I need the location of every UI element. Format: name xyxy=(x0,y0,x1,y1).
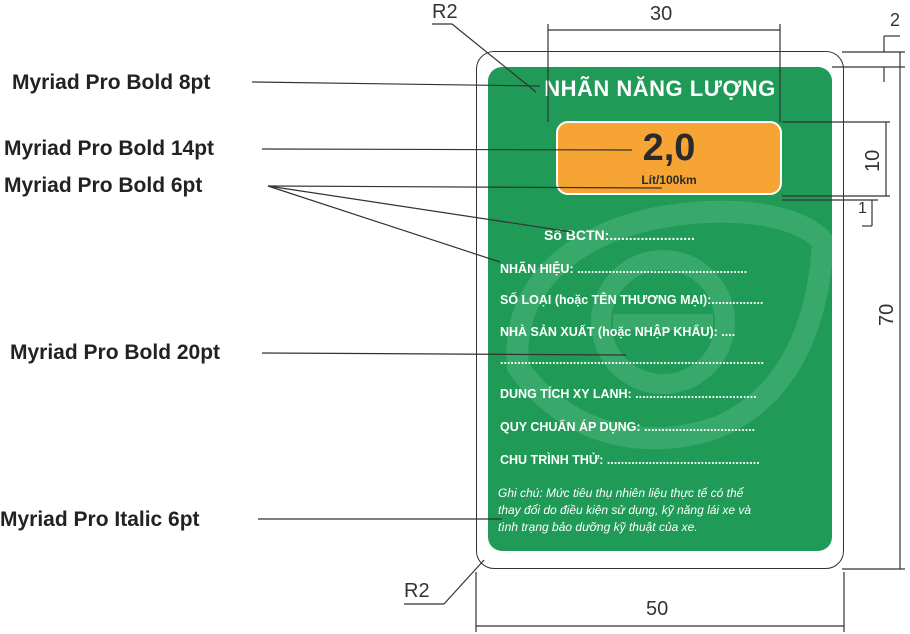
field-standard: QUY CHUẨN ÁP DỤNG: .....................… xyxy=(500,420,756,434)
field-bctn: Số BCTN:...................... xyxy=(544,227,695,243)
callout-bold-8pt: Myriad Pro Bold 8pt xyxy=(12,71,211,94)
dim-top-width: 30 xyxy=(650,3,673,25)
callout-italic-6pt: Myriad Pro Italic 6pt xyxy=(0,508,200,531)
callout-bold-6pt: Myriad Pro Bold 6pt xyxy=(4,174,203,197)
consumption-value: 2,0 xyxy=(642,127,696,169)
dim-value-height: 10 xyxy=(862,149,884,172)
field-manufacturer: NHÀ SẢN XUẤT (hoặc NHẬP KHẨU): .... xyxy=(500,325,736,339)
label-title: NHÃN NĂNG LƯỢNG xyxy=(544,76,776,101)
field-brand: NHÃN HIỆU: .............................… xyxy=(500,262,748,276)
dim-total-height: 70 xyxy=(876,303,898,326)
dim-radius-top: R2 xyxy=(432,1,458,23)
callout-bold-14pt: Myriad Pro Bold 14pt xyxy=(4,137,215,160)
field-manufacturer-cont: ........................................… xyxy=(500,353,764,367)
field-test-cycle: CHU TRÌNH THỬ: .........................… xyxy=(500,453,760,467)
note-line: tình trạng bảo dưỡng kỹ thuật của xe. xyxy=(498,520,698,534)
note-line: thay đổi do điều kiện sử dụng, kỹ năng l… xyxy=(498,503,752,517)
dim-radius-bottom: R2 xyxy=(404,580,430,602)
label-note: Ghi chú: Mức tiêu thụ nhiên liệu thực tế… xyxy=(498,485,828,536)
dim-value-gap: 1 xyxy=(858,200,867,217)
dim-total-width: 50 xyxy=(646,598,669,620)
note-line: Ghi chú: Mức tiêu thụ nhiên liệu thực tế… xyxy=(498,486,744,500)
field-cylinder: DUNG TÍCH XY LANH: .....................… xyxy=(500,387,757,401)
consumption-unit: Lít/100km xyxy=(641,173,697,187)
consumption-value-box: 2,0 Lít/100km xyxy=(556,121,782,195)
callout-bold-20pt: Myriad Pro Bold 20pt xyxy=(10,341,221,364)
energy-label: NHÃN NĂNG LƯỢNG 2,0 Lít/100km Số BCTN:..… xyxy=(488,67,832,551)
dim-right-gap: 2 xyxy=(890,10,901,30)
energy-logo-watermark xyxy=(506,200,832,450)
field-model: SỐ LOẠI (hoặc TÊN THƯƠNG MẠI):..........… xyxy=(500,293,764,307)
